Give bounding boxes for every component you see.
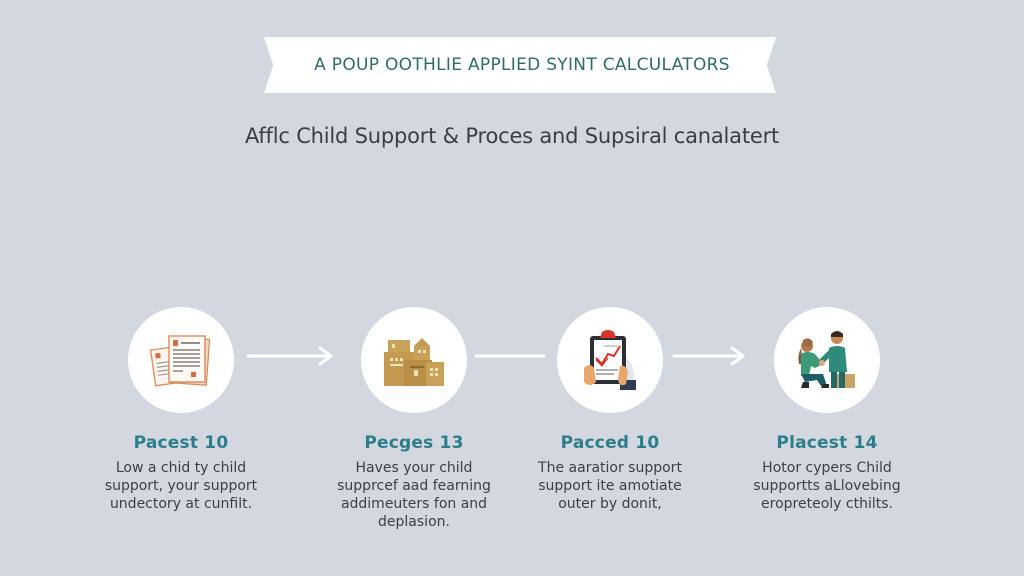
step-2-circle xyxy=(361,307,467,413)
step-4-title: Placest 14 xyxy=(776,433,878,453)
step-2: Pecges 13 Haves your child supprcef aad … xyxy=(319,307,509,531)
arrow-right-icon xyxy=(246,346,333,366)
step-3-description: The aaratior support support ite amotiat… xyxy=(538,460,682,512)
arrow-right-icon xyxy=(672,346,745,366)
step-3: Pacced 10 The aaratior support support i… xyxy=(515,307,705,513)
step-1-title: Pacest 10 xyxy=(133,433,229,453)
step-3-title: Pacced 10 xyxy=(560,433,660,453)
step-2-title: Pecges 13 xyxy=(364,433,464,453)
connector-line-icon xyxy=(474,354,546,358)
step-2-description: Haves your child supprcef aad fearning a… xyxy=(337,460,491,530)
title-banner: A POUP OOTHLIE APPLIED SYINT CALCULATORS xyxy=(264,37,776,93)
arrow-connector-1 xyxy=(246,346,336,366)
arrow-connector-3 xyxy=(672,346,748,366)
buildings-icon xyxy=(378,324,450,396)
step-3-circle xyxy=(557,307,663,413)
step-4: Placest 14 Hotor cypers Child supportts … xyxy=(732,307,922,513)
clipboard-chart-icon xyxy=(574,324,646,396)
line-connector-2 xyxy=(474,346,546,366)
step-1-circle xyxy=(128,307,234,413)
subtitle: Afflc Child Support & Proces and Supsira… xyxy=(244,124,780,148)
step-1-description: Low a chid ty child support, your suppor… xyxy=(104,460,258,512)
step-1: Pacest 10 Low a chid ty child support, y… xyxy=(86,307,276,513)
handshake-people-icon xyxy=(789,322,865,398)
step-4-circle xyxy=(774,307,880,413)
step-4-description: Hotor cypers Child supportts aLlovebing … xyxy=(753,460,901,512)
banner-title: A POUP OOTHLIE APPLIED SYINT CALCULATORS xyxy=(314,55,730,75)
documents-icon xyxy=(145,324,217,396)
